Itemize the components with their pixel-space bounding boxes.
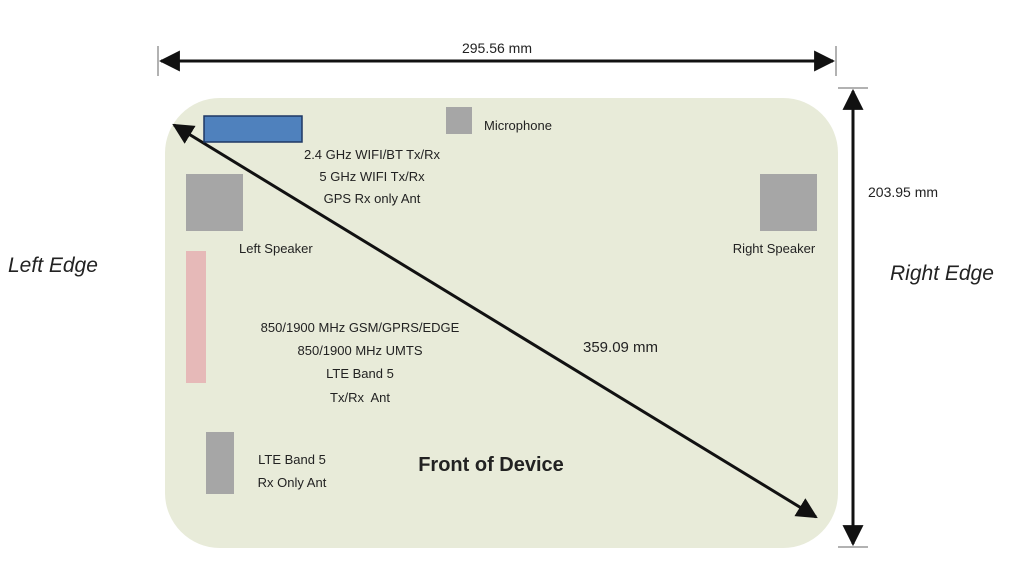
main-antenna-label-4: Tx/Rx Ant [330,390,390,405]
left-edge-label: Left Edge [8,254,98,277]
microphone-label: Microphone [484,118,552,133]
diagonal-arrow [172,123,818,519]
main-antenna-label-2: 850/1900 MHz UMTS [298,343,423,358]
right-speaker-label: Right Speaker [733,241,816,256]
main-antenna [186,251,206,383]
height-label: 203.95 mm [868,184,938,200]
wifi-antenna [203,115,303,143]
right-speaker [760,174,817,231]
lte-rx-antenna [206,432,234,494]
main-antenna-label-3: LTE Band 5 [326,366,394,381]
main-antenna-label-1: 850/1900 MHz GSM/GPRS/EDGE [261,320,460,335]
lte-rx-label-1: LTE Band 5 [258,452,326,467]
microphone [446,107,472,134]
width-label: 295.56 mm [462,40,532,56]
left-speaker [186,174,243,231]
wifi-antenna-label-1: 2.4 GHz WIFI/BT Tx/Rx [304,147,441,162]
wifi-antenna-label-2: 5 GHz WIFI Tx/Rx [319,169,425,184]
wifi-antenna-label-3: GPS Rx only Ant [324,191,421,206]
diagonal-label: 359.09 mm [583,339,658,356]
right-edge-label: Right Edge [890,262,994,285]
device-title: Front of Device [418,454,564,476]
left-speaker-label: Left Speaker [239,241,313,256]
lte-rx-label-2: Rx Only Ant [258,475,327,490]
